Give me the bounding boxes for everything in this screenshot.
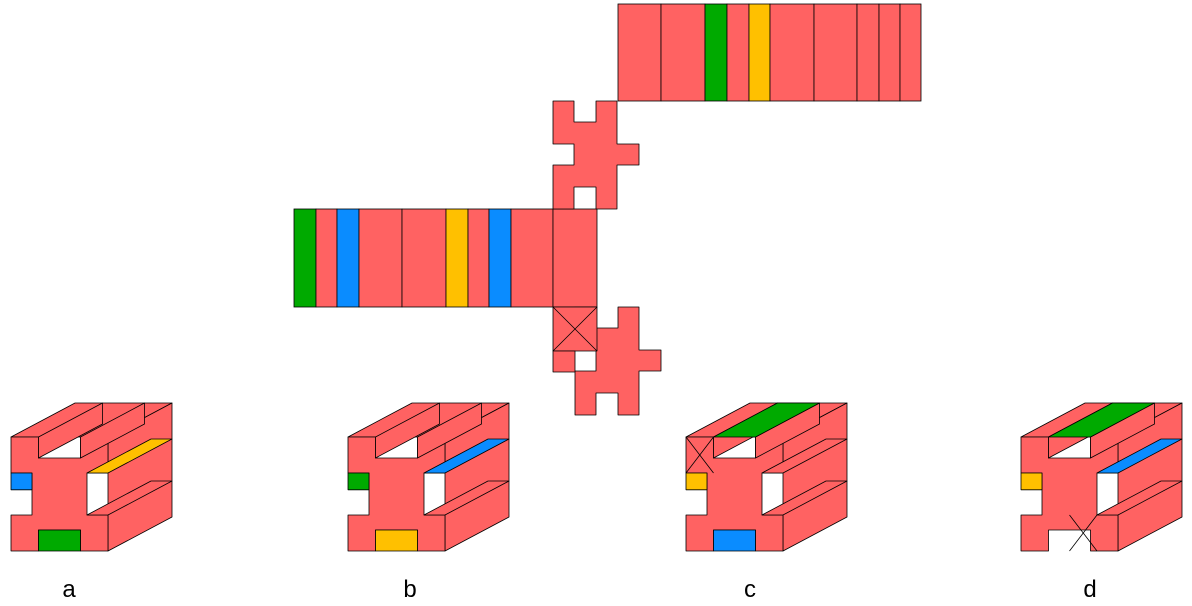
net-cross-face-top	[552, 100, 640, 210]
option-b-label: b	[403, 576, 416, 603]
cube-right-slot	[1096, 438, 1183, 474]
cross-mark	[552, 306, 598, 352]
net-top-strip	[899, 3, 922, 102]
cube-left-notch	[10, 472, 33, 491]
net-left-strip	[293, 208, 317, 308]
option-a[interactable]	[10, 402, 173, 552]
net-left-strip	[336, 208, 360, 308]
cube-right-slot	[1096, 480, 1183, 516]
cube-slot-wall	[417, 402, 482, 459]
cube-right-slot	[761, 480, 848, 516]
net-left-strip	[552, 208, 598, 308]
cross-mark	[685, 436, 714, 474]
cube-right-slot	[423, 438, 510, 474]
option-a-label: a	[62, 576, 76, 603]
net-top-strip	[748, 3, 771, 102]
cube-right-slot	[423, 480, 510, 516]
cube-top-slot	[713, 402, 820, 438]
net-top-strip	[769, 3, 815, 102]
option-d-label: d	[1083, 576, 1096, 603]
cube-right-slot	[86, 480, 173, 516]
cube-front-face	[1020, 436, 1119, 552]
net-left-strip	[467, 208, 490, 308]
cube-slot-wall	[80, 402, 145, 459]
cube-slot-wall	[375, 402, 440, 459]
option-b[interactable]	[347, 402, 510, 552]
cube-bottom-notch	[38, 529, 81, 552]
option-c-label: c	[744, 576, 756, 603]
net-left-strip	[445, 208, 469, 308]
cube-left-notch	[685, 472, 708, 491]
option-c[interactable]	[685, 402, 848, 552]
net-top-strip	[726, 3, 750, 102]
net-top-strip	[704, 3, 728, 102]
net-notch-fill	[552, 350, 576, 373]
cube-bottom-notch	[713, 529, 756, 552]
net-unfolding	[293, 3, 922, 416]
cube-slot-wall	[38, 402, 103, 459]
net-left-strip	[315, 208, 338, 308]
cube-right-slot	[761, 438, 848, 474]
net-top-strip	[878, 3, 901, 102]
cube-right-slot	[86, 438, 173, 474]
cube-bottom-notch	[375, 529, 418, 552]
net-top-strip	[617, 3, 662, 102]
net-left-strip	[510, 208, 554, 308]
net-top-strip	[660, 3, 706, 102]
cross-mark	[1069, 514, 1098, 552]
net-left-strip	[358, 208, 403, 308]
cube-top-slot	[1048, 402, 1155, 438]
cube-left-notch	[1020, 472, 1043, 491]
net-left-strip	[488, 208, 512, 308]
net-left-strip	[401, 208, 447, 308]
cube-left-notch	[347, 472, 370, 491]
net-top-strip	[856, 3, 880, 102]
net-top-strip	[813, 3, 858, 102]
option-d[interactable]	[1020, 402, 1183, 552]
